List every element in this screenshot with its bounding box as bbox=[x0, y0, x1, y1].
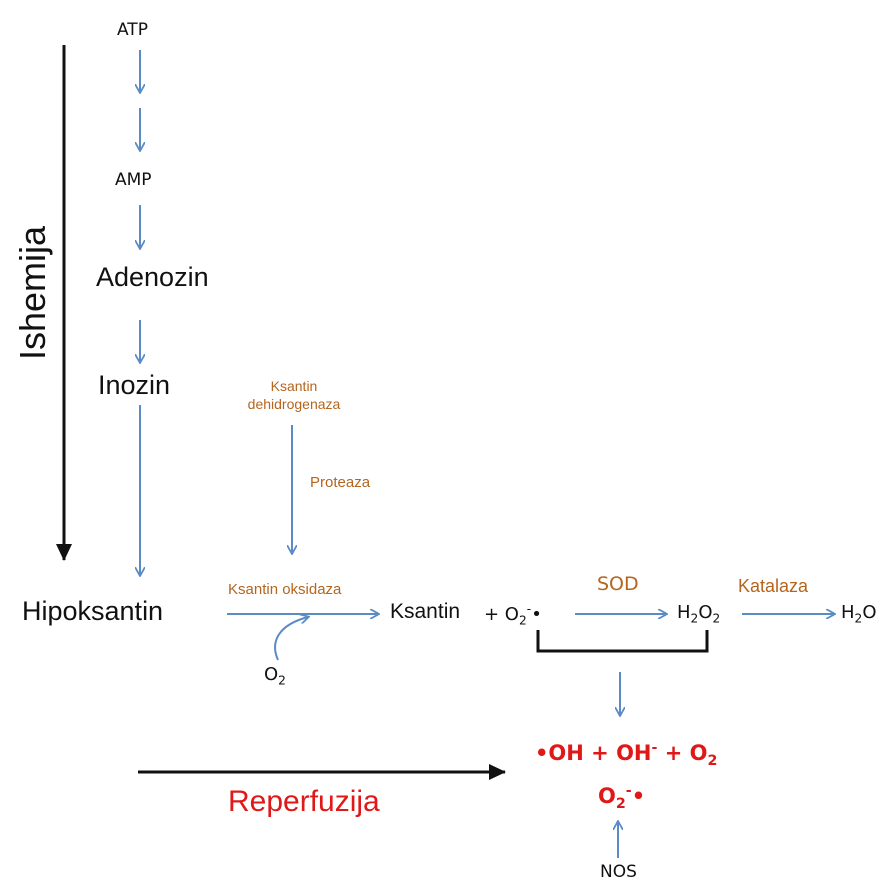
superoxide-label: + O2-• bbox=[484, 602, 542, 628]
h2o-label: H2O bbox=[841, 602, 877, 626]
atp-label: ATP bbox=[117, 20, 148, 40]
proteaza-label: Proteaza bbox=[310, 474, 371, 491]
reperfuzija-label: Reperfuzija bbox=[228, 785, 380, 818]
nos-label: NOS bbox=[600, 862, 637, 882]
products-line2: O2-• bbox=[598, 783, 646, 813]
ksantin-label: Ksantin bbox=[390, 600, 461, 623]
inozin-label: Inozin bbox=[98, 370, 171, 400]
h2o2-label: H2O2 bbox=[677, 602, 721, 626]
sod-label: SOD bbox=[597, 573, 639, 595]
adenozin-label: Adenozin bbox=[96, 262, 209, 292]
amp-label: AMP bbox=[115, 170, 152, 190]
ksantin-oksidaza-label: Ksantin oksidaza bbox=[228, 581, 342, 598]
bracket bbox=[536, 630, 709, 653]
hipoksantin-label: Hipoksantin bbox=[22, 596, 164, 626]
products-line1: •OH + OH- + O2 bbox=[535, 740, 718, 770]
ishemija-label: Ishemija bbox=[12, 225, 53, 360]
katalaza-label: Katalaza bbox=[738, 576, 809, 596]
arrow-o2-input bbox=[274, 617, 308, 661]
ksantin-dehidrogenaza-label: Ksantin dehidrogenaza bbox=[247, 378, 341, 412]
o2-input-label: O2 bbox=[264, 664, 286, 688]
